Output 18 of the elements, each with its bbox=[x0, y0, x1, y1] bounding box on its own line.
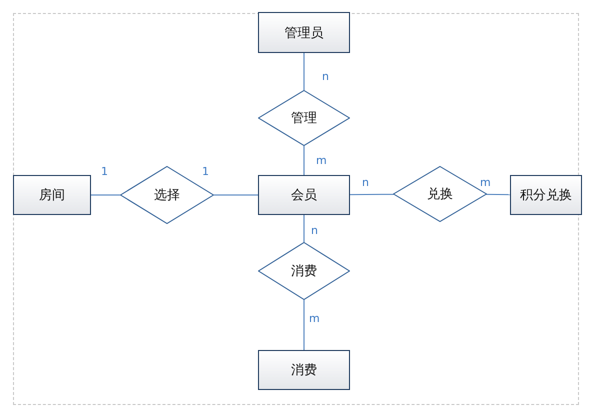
entity-box: 积分兑换 bbox=[510, 175, 582, 215]
connector-line bbox=[90, 194, 120, 196]
entity-box: 房间 bbox=[13, 175, 91, 215]
connector-line bbox=[214, 194, 258, 196]
relationship-diamond: 管理 bbox=[258, 90, 350, 146]
connector-line bbox=[350, 194, 394, 196]
cardinality-label: m bbox=[309, 312, 320, 325]
entity-box: 消费 bbox=[258, 350, 350, 390]
cardinality-label: n bbox=[311, 224, 318, 237]
entity-box: 管理员 bbox=[258, 12, 350, 53]
cardinality-label: n bbox=[362, 176, 369, 189]
entity-box: 会员 bbox=[258, 175, 350, 215]
cardinality-label: 1 bbox=[101, 165, 108, 178]
relationship-diamond: 消费 bbox=[258, 242, 350, 300]
cardinality-label: 1 bbox=[202, 165, 209, 178]
cardinality-label: m bbox=[316, 154, 327, 167]
cardinality-label: n bbox=[322, 70, 329, 83]
connector-line bbox=[486, 194, 510, 196]
